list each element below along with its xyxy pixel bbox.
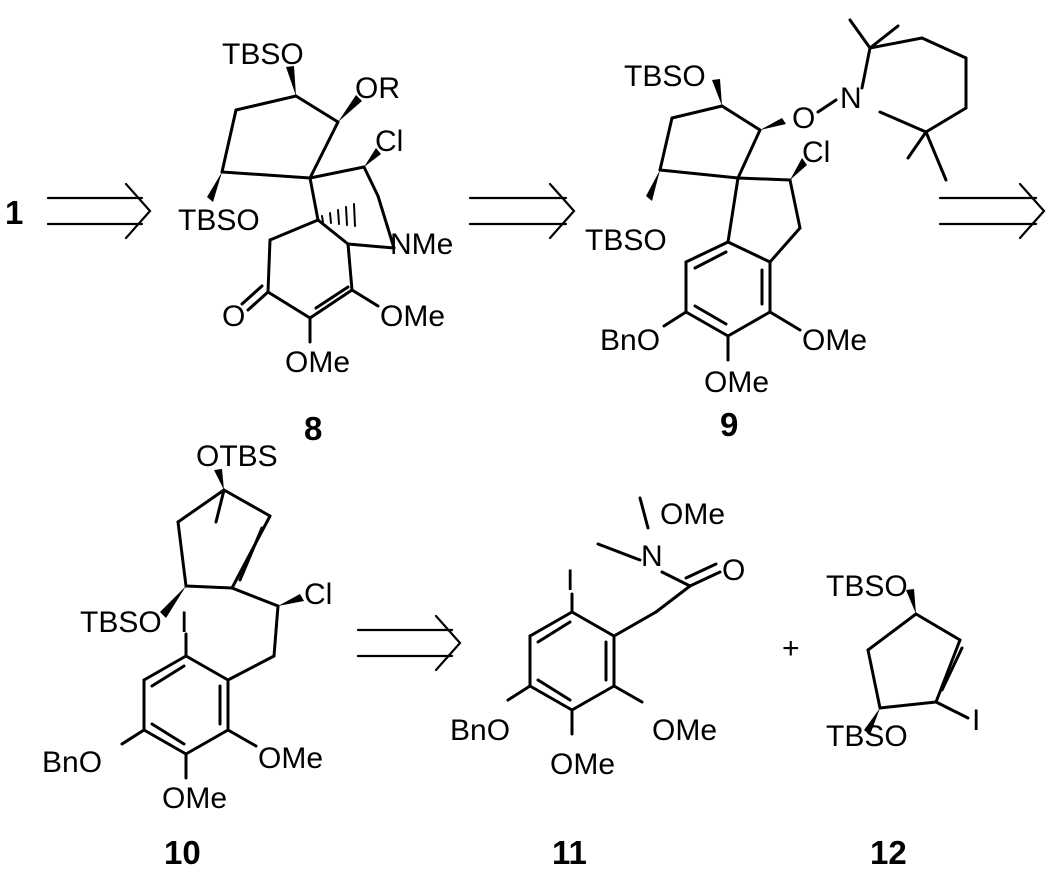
label-i: I bbox=[566, 564, 574, 597]
retrosynthesis-arrow-2 bbox=[468, 182, 576, 240]
compound-label-1: 1 bbox=[5, 194, 23, 231]
compound-label-9: 9 bbox=[720, 406, 738, 443]
label-cl: Cl bbox=[304, 578, 332, 611]
label-o: O bbox=[792, 102, 815, 135]
label-tbso: TBSO bbox=[178, 204, 260, 237]
compound-label-10: 10 bbox=[164, 834, 201, 871]
label-ome: OMe bbox=[660, 498, 725, 531]
retrosynthesis-arrow-4 bbox=[356, 614, 462, 672]
label-ome: OMe bbox=[258, 742, 323, 775]
label-o: O bbox=[722, 554, 745, 587]
label-tbso: TBSO bbox=[826, 720, 908, 753]
label-bno: BnO bbox=[42, 746, 102, 779]
label-ome: OMe bbox=[285, 346, 350, 379]
label-tbso: TBSO bbox=[624, 60, 706, 93]
compound-label-11: 11 bbox=[552, 834, 587, 871]
label-bno: BnO bbox=[600, 324, 660, 357]
label-n: N bbox=[840, 82, 862, 115]
label-nme: NMe bbox=[390, 228, 453, 261]
label-i: I bbox=[180, 606, 188, 639]
compound-label-12: 12 bbox=[870, 834, 907, 871]
compound-label-8: 8 bbox=[304, 410, 322, 447]
structure-compound-8 bbox=[207, 66, 396, 344]
structure-compound-9 bbox=[646, 18, 968, 362]
label-cl: Cl bbox=[375, 125, 403, 158]
structure-compound-11 bbox=[506, 496, 722, 736]
label-ome: OMe bbox=[802, 324, 867, 357]
label-ome: OMe bbox=[380, 300, 445, 333]
label-ome: OMe bbox=[652, 714, 717, 747]
structure-compound-12 bbox=[864, 589, 970, 735]
hashed-bond bbox=[321, 203, 356, 227]
plus-sign: + bbox=[782, 632, 800, 665]
label-otbs: OTBS bbox=[196, 440, 278, 473]
label-bno: BnO bbox=[450, 714, 510, 747]
label-tbso: TBSO bbox=[826, 570, 908, 603]
label-or: OR bbox=[355, 72, 400, 105]
label-ome: OMe bbox=[550, 748, 615, 781]
label-n: N bbox=[641, 540, 663, 573]
label-ome: OMe bbox=[704, 366, 769, 399]
structure-compound-10 bbox=[120, 469, 304, 780]
retrosynthesis-arrow-3 bbox=[938, 182, 1046, 240]
retrosynthesis-arrow-1 bbox=[46, 182, 152, 240]
label-tbso: TBSO bbox=[585, 224, 667, 257]
label-cl: Cl bbox=[802, 136, 830, 169]
label-tbso: TBSO bbox=[80, 606, 162, 639]
label-o: O bbox=[222, 300, 245, 333]
label-ome: OMe bbox=[162, 782, 227, 815]
label-i: I bbox=[972, 704, 980, 737]
label-tbso: TBSO bbox=[222, 38, 304, 71]
